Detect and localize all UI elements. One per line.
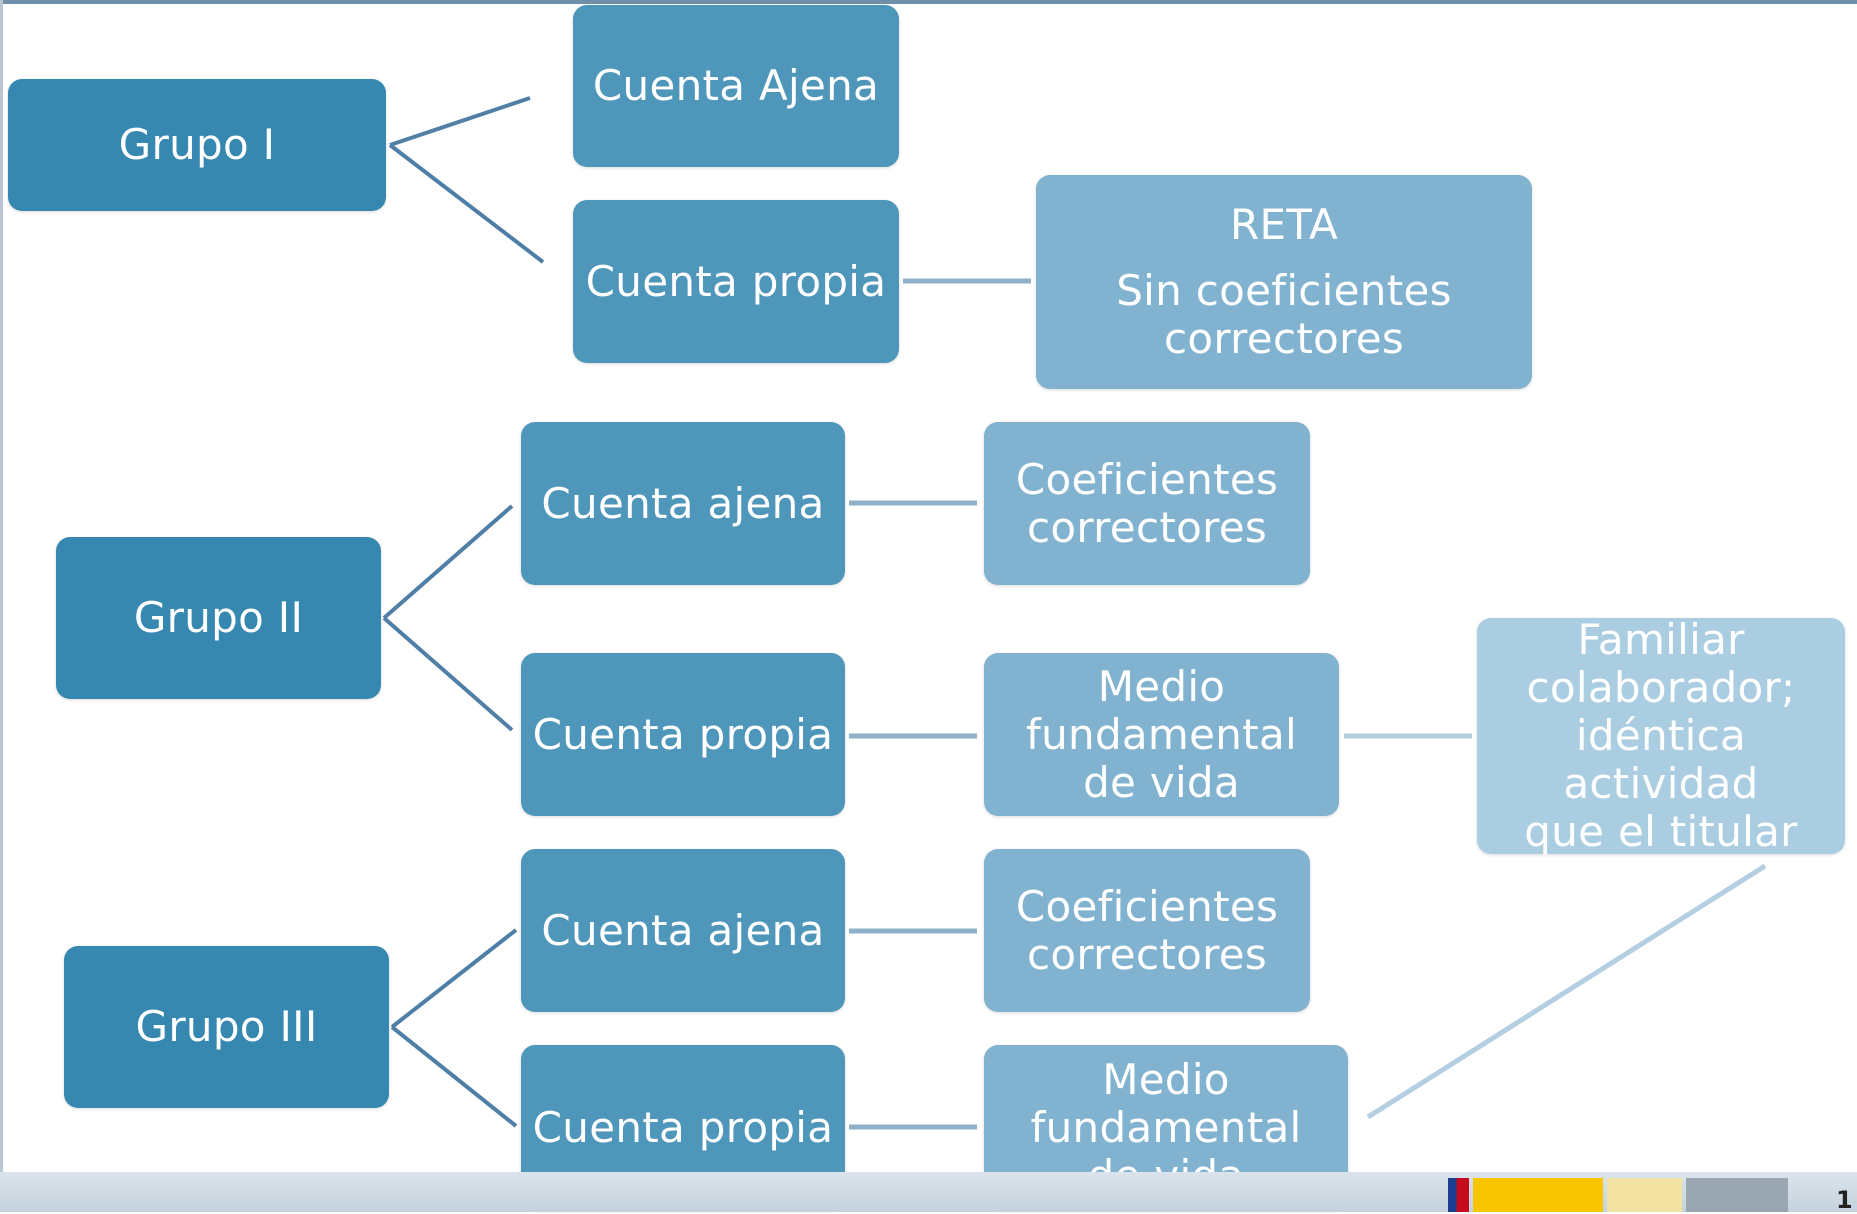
familiar-line1: Familiar [1577, 615, 1745, 664]
connector-grupo1-propia [388, 143, 545, 264]
reta-title: RETA [1229, 200, 1339, 249]
grupo-3-coeficientes-box: Coeficientes correctores [984, 849, 1310, 1012]
familiar-line2: colaborador; [1526, 663, 1796, 712]
grupo-3-coeficientes-line1: Coeficientes [1015, 881, 1279, 931]
connector-medio3-familiar [1366, 863, 1767, 1120]
grupo-2-box: Grupo II [56, 537, 381, 699]
page-number: 1 [1836, 1186, 1853, 1214]
connector-grupo3-propia [390, 1025, 518, 1128]
grupo-2-cuenta-ajena-box: Cuenta ajena [521, 422, 845, 585]
familiar-line3: idéntica actividad [1563, 711, 1759, 808]
connector-grupo3-ajena [390, 928, 518, 1029]
grupo-1-cuenta-ajena-box: Cuenta Ajena [573, 5, 899, 167]
grupo-2-cuenta-propia-box: Cuenta propia [521, 653, 845, 816]
grupo-2-medio-box: Medio fundamental de vida [984, 653, 1339, 816]
grupo-2-medio-line1: Medio fundamental [1026, 661, 1297, 759]
connector-grupo1-ajena [389, 96, 531, 147]
grupo-1-label: Grupo I [118, 120, 276, 169]
grupo-2-label: Grupo II [133, 593, 304, 642]
grupo-3-cuenta-ajena-label: Cuenta ajena [541, 905, 825, 955]
grupo-2-cuenta-propia-label: Cuenta propia [532, 709, 834, 759]
grupo-3-label: Grupo III [135, 1002, 318, 1051]
grupo-2-coeficientes-line2: correctores [1026, 502, 1268, 552]
grupo-2-medio-line2: de vida [1083, 757, 1240, 807]
grupo-3-box: Grupo III [64, 946, 389, 1108]
grupo-3-cuenta-ajena-box: Cuenta ajena [521, 849, 845, 1012]
grupo-2-cuenta-ajena-label: Cuenta ajena [541, 478, 825, 528]
eu-flag-icon [1448, 1178, 1469, 1212]
government-logo [1448, 1178, 1788, 1212]
coat-of-arms-icon [1472, 1178, 1603, 1212]
familiar-colaborador-box: Familiar colaborador; idéntica actividad… [1477, 615, 1845, 856]
grupo-3-medio-line1: Medio fundamental [1030, 1054, 1302, 1152]
grupo-3-coeficientes-line2: correctores [1026, 929, 1268, 979]
reta-box: RETA Sin coeficientes correctores [1036, 175, 1532, 389]
grupo-1-cuenta-propia-box: Cuenta propia [573, 200, 899, 363]
ministry-logo [1606, 1178, 1682, 1212]
connector-grupo2-propia [382, 616, 514, 732]
connector-grupo2-ajena [382, 504, 514, 620]
grupo-1-cuenta-propia-label: Cuenta propia [585, 256, 887, 306]
familiar-line4: que el titular [1524, 807, 1798, 856]
grupo-1-box: Grupo I [8, 79, 386, 211]
left-border [0, 0, 3, 1212]
grupo-1-cuenta-ajena-label: Cuenta Ajena [592, 61, 880, 110]
grupo-3-cuenta-propia-label: Cuenta propia [532, 1102, 834, 1152]
top-border [0, 0, 1857, 4]
grupo-2-coeficientes-box: Coeficientes correctores [984, 422, 1310, 585]
reta-text: Sin coeficientes correctores [1116, 266, 1452, 363]
secretaria-logo [1685, 1178, 1788, 1212]
grupo-2-coeficientes-line1: Coeficientes [1015, 454, 1279, 504]
